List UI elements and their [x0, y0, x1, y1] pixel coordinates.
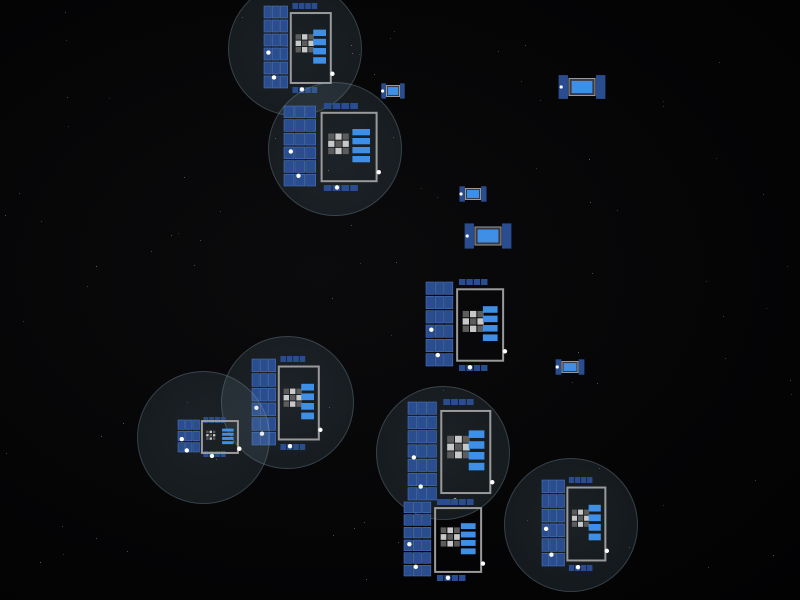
star — [394, 31, 395, 32]
shield-bubble — [137, 371, 270, 504]
star — [87, 286, 88, 287]
star — [706, 281, 707, 282]
star — [390, 38, 391, 39]
star — [391, 335, 392, 336]
star — [590, 202, 591, 203]
star — [151, 251, 152, 252]
star — [127, 551, 128, 552]
star — [354, 528, 355, 529]
star — [366, 579, 367, 580]
ship-shielded-carrier[interactable] — [262, 2, 342, 94]
star — [123, 423, 124, 424]
star — [41, 221, 42, 222]
star — [773, 555, 774, 556]
star — [63, 554, 64, 555]
ship-body — [425, 279, 508, 371]
star — [374, 74, 375, 75]
star — [521, 81, 522, 82]
star — [62, 526, 63, 527]
star — [396, 262, 397, 263]
star — [360, 263, 361, 264]
star — [663, 101, 664, 102]
star — [763, 194, 764, 195]
star — [19, 193, 20, 194]
star — [65, 12, 66, 13]
star — [791, 394, 792, 395]
star — [333, 535, 334, 536]
ship-body — [464, 223, 512, 249]
star — [589, 159, 590, 160]
star — [716, 158, 717, 159]
ship-body — [558, 75, 606, 99]
star — [572, 382, 573, 383]
star — [592, 273, 593, 274]
star — [109, 98, 110, 99]
star — [617, 210, 618, 211]
star — [171, 235, 172, 236]
star — [723, 316, 724, 317]
star — [40, 562, 41, 563]
star — [332, 298, 333, 299]
star — [755, 480, 756, 481]
star — [437, 197, 438, 198]
star — [220, 211, 221, 212]
ship-frigate[interactable] — [556, 70, 608, 104]
ship-body — [381, 83, 405, 99]
star — [96, 266, 97, 267]
star — [663, 505, 664, 506]
ship-body — [407, 399, 495, 505]
ship-body — [177, 417, 242, 458]
star — [194, 265, 195, 266]
star — [708, 567, 709, 568]
star — [184, 177, 185, 178]
star — [5, 215, 6, 216]
ship-body — [459, 186, 487, 202]
star — [540, 100, 541, 101]
star — [725, 358, 726, 359]
ship-body — [283, 103, 381, 191]
ship-fighter[interactable] — [458, 183, 488, 205]
ship-scout-drone[interactable] — [380, 80, 406, 102]
ship-body — [403, 499, 486, 581]
ship-body — [263, 3, 335, 93]
star — [351, 225, 352, 226]
star — [719, 62, 720, 63]
star — [421, 188, 422, 189]
star — [663, 106, 664, 107]
shield-bubble — [376, 386, 510, 520]
star — [96, 538, 97, 539]
star — [66, 40, 67, 41]
star — [364, 522, 365, 523]
star — [398, 542, 399, 543]
star — [525, 45, 526, 46]
star — [787, 266, 788, 267]
ship-body — [555, 359, 585, 375]
star — [498, 51, 499, 52]
star — [597, 383, 598, 384]
ship-gunboat[interactable] — [462, 218, 514, 254]
star — [67, 97, 68, 98]
star — [178, 233, 179, 234]
star — [578, 352, 579, 353]
star — [6, 453, 7, 454]
ship-body — [541, 477, 610, 571]
star — [536, 168, 537, 169]
ship-cruiser[interactable] — [402, 498, 494, 582]
star — [101, 436, 102, 437]
star — [23, 321, 24, 322]
ship-interceptor[interactable] — [554, 356, 586, 378]
ship-shielded-corvette[interactable] — [176, 416, 248, 458]
star — [68, 126, 69, 127]
star — [766, 308, 767, 309]
ship-shielded-carrier[interactable] — [540, 476, 616, 572]
ship-shielded-battleship[interactable] — [282, 102, 392, 192]
star — [200, 240, 201, 241]
ship-cruiser[interactable] — [424, 278, 516, 372]
ship-shielded-dreadnought[interactable] — [406, 398, 504, 506]
star — [790, 380, 791, 381]
